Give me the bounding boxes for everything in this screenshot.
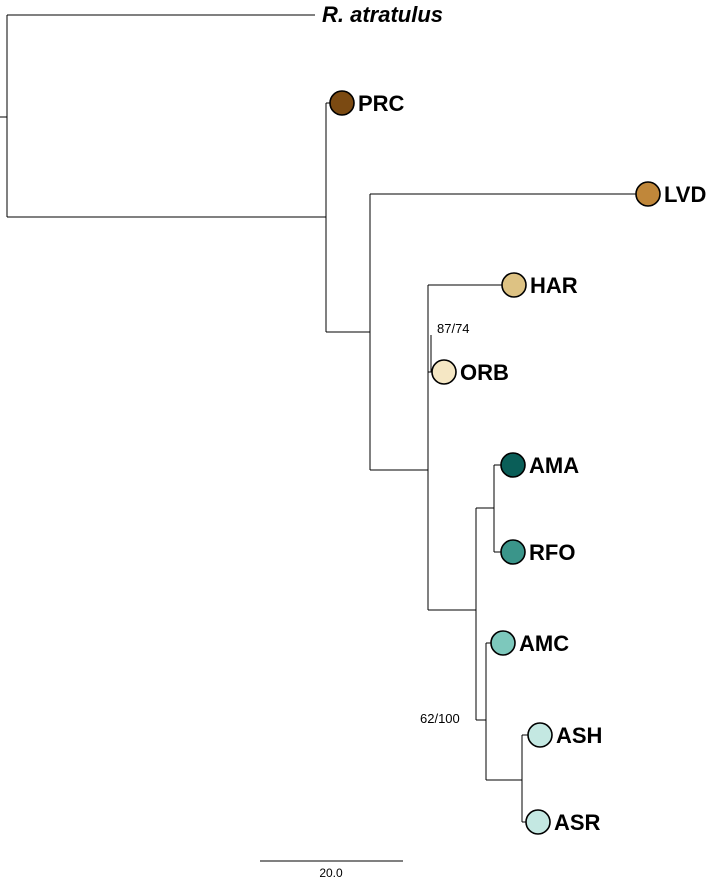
label-asr: ASR (554, 810, 601, 835)
node-amc (490, 630, 516, 656)
node-ash (527, 722, 553, 748)
label-har: HAR (530, 273, 578, 298)
node-lvd (635, 181, 661, 207)
label-ama: AMA (529, 453, 579, 478)
node-orb (431, 359, 457, 385)
label-ash: ASH (556, 723, 602, 748)
label-prc: PRC (358, 91, 405, 116)
node-asr (525, 809, 551, 835)
label-lvd: LVD (664, 182, 706, 207)
node-prc (329, 90, 355, 116)
node-ama (500, 452, 526, 478)
support-amc-ash-asr: 62/100 (420, 711, 460, 726)
scale-bar-label: 20.0 (319, 866, 343, 880)
outgroup-label: R. atratulus (322, 2, 443, 27)
label-orb: ORB (460, 360, 509, 385)
support-har-orb: 87/74 (437, 321, 470, 336)
node-rfo (500, 539, 526, 565)
node-har (501, 272, 527, 298)
label-rfo: RFO (529, 540, 575, 565)
label-amc: AMC (519, 631, 569, 656)
